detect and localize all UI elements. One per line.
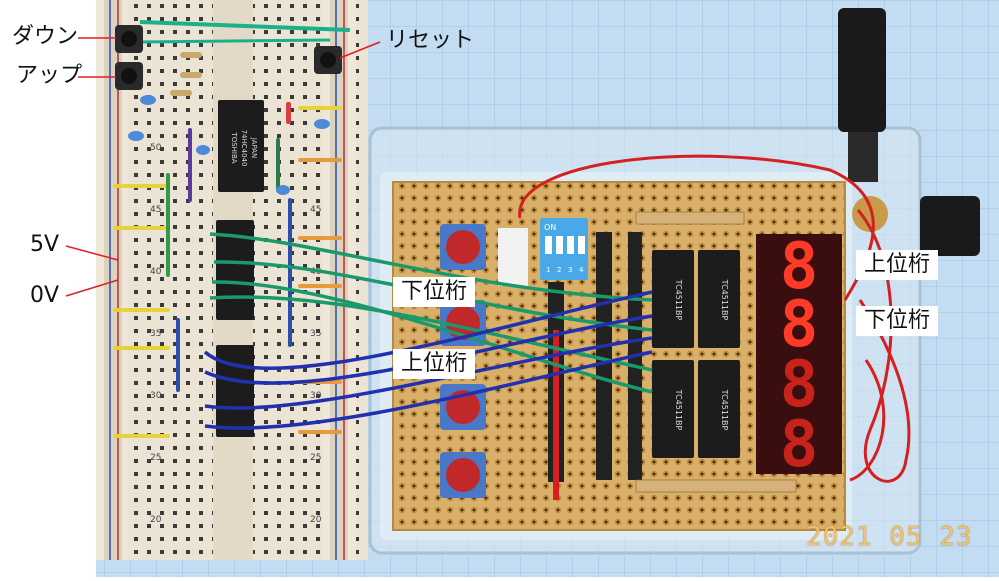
dip-number: 3 (568, 266, 572, 274)
seven-segment-display: 8 8 8 8 (756, 230, 842, 482)
decoder-label: TC4511BP (720, 389, 729, 431)
decoder-label: TC4511BP (720, 279, 729, 321)
lower-digit-wire-label: 下位桁 (393, 277, 476, 307)
push-buttons (115, 25, 342, 90)
upper-digit-display-label: 上位桁 (856, 250, 939, 280)
row-number: 35 (310, 329, 321, 339)
display-digit: 8 (780, 288, 819, 362)
down-button-label: ダウン (12, 24, 79, 49)
pin-header-block (498, 228, 528, 286)
dc-jack (838, 8, 980, 256)
5v-rail-label: 5V (30, 232, 60, 257)
row-number: 20 (310, 515, 322, 525)
row-number: 25 (150, 453, 161, 463)
display-digit: 8 (780, 230, 819, 304)
0v-rail-label: 0V (30, 283, 60, 308)
annotation-arrows (65, 37, 381, 297)
green-jumper-top (139, 20, 351, 32)
decoder-chips: TC4511BP TC4511BP TC4511BP TC4511BP (652, 250, 740, 458)
pin-header-col-2 (596, 232, 612, 480)
row-number: 25 (310, 453, 321, 463)
row-number: 40 (150, 267, 162, 277)
date-stamp: 2021 05 23 (806, 522, 973, 552)
display-digit: 8 (780, 408, 819, 482)
breadboard-chip-2 (216, 220, 254, 320)
red-wires (518, 154, 911, 483)
row-number: 45 (150, 205, 161, 215)
dip-number: 2 (557, 266, 561, 274)
counter-chip-label-1: TOSHIBA (230, 131, 238, 163)
row-number: 20 (150, 515, 162, 525)
display-digit: 8 (780, 348, 819, 422)
up-button-label: アップ (16, 63, 83, 88)
dip-number: 1 (546, 266, 550, 274)
breadboard-chip-3 (216, 345, 254, 437)
breadboard-passives (128, 52, 330, 195)
dip-number: 4 (579, 266, 584, 274)
decoder-label: TC4511BP (674, 389, 683, 431)
left-white-margin (0, 0, 96, 577)
counter-chip-label-2: 74HC4040 (240, 130, 248, 167)
row-number: 30 (150, 391, 162, 401)
row-number: 30 (310, 391, 322, 401)
row-number: 35 (150, 329, 161, 339)
counter-chip: TOSHIBA 74HC4040 JAPAN (218, 100, 264, 192)
counter-chip-label-3: JAPAN (250, 137, 258, 159)
resistor-rows (635, 211, 797, 493)
reset-button-label: リセット (386, 28, 475, 53)
lower-digit-display-label: 下位桁 (856, 306, 939, 336)
dip-switch: ON 1 2 3 4 (540, 218, 588, 280)
breadboard-jumpers (113, 106, 342, 438)
row-number: 50 (150, 143, 162, 153)
breadboard-row-numbers: 50 45 40 35 30 25 20 45 40 35 30 25 20 (150, 143, 322, 525)
row-number: 45 (310, 205, 321, 215)
dip-on-label: ON (544, 223, 556, 232)
upper-digit-wire-label: 上位桁 (393, 349, 476, 379)
decoder-label: TC4511BP (674, 279, 683, 321)
blue-wires (203, 290, 653, 430)
